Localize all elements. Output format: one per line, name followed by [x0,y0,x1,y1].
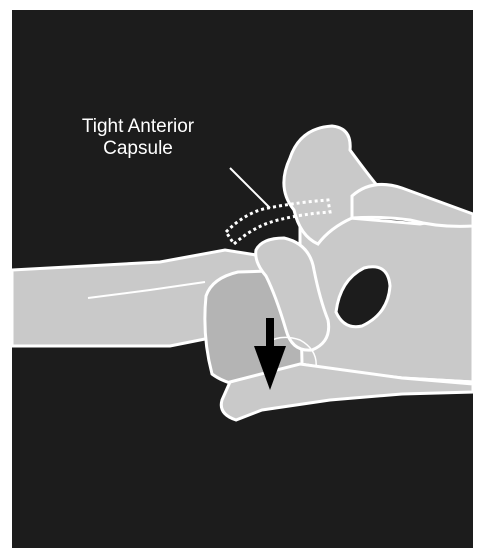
capsule-label: Tight Anterior Capsule [58,116,218,160]
capsule-label-line2: Capsule [58,138,218,160]
capsule-label-line1: Tight Anterior [58,116,218,138]
